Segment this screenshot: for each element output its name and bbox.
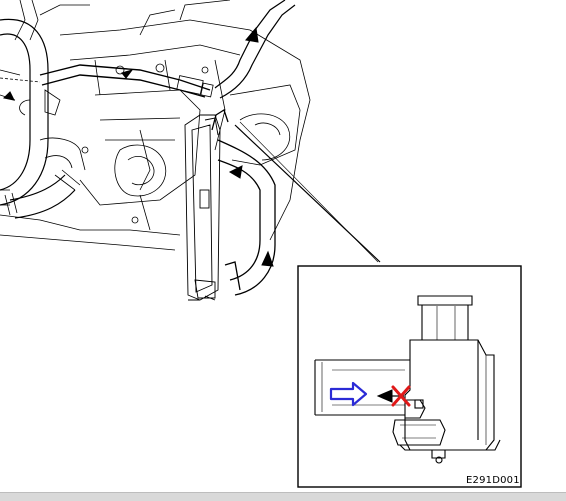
radiator-hoses [211, 109, 276, 296]
bottom-status-strip [0, 492, 566, 501]
radiator-housing [184, 114, 221, 301]
arrowhead-icon [228, 165, 243, 179]
arrowhead-icon [261, 250, 274, 267]
arrowhead-icon [2, 91, 15, 101]
arrowhead-icon [245, 26, 259, 43]
red-x-mark-icon [391, 385, 411, 407]
detail-inset [297, 265, 522, 488]
detail-leader-line [234, 124, 381, 263]
figure-reference-code: E291D001 [466, 475, 520, 486]
flow-direction-arrows [2, 26, 274, 267]
blue-flow-arrow-icon [329, 381, 368, 407]
arrowhead-icon [121, 69, 134, 79]
engine-block-outline [0, 0, 311, 251]
